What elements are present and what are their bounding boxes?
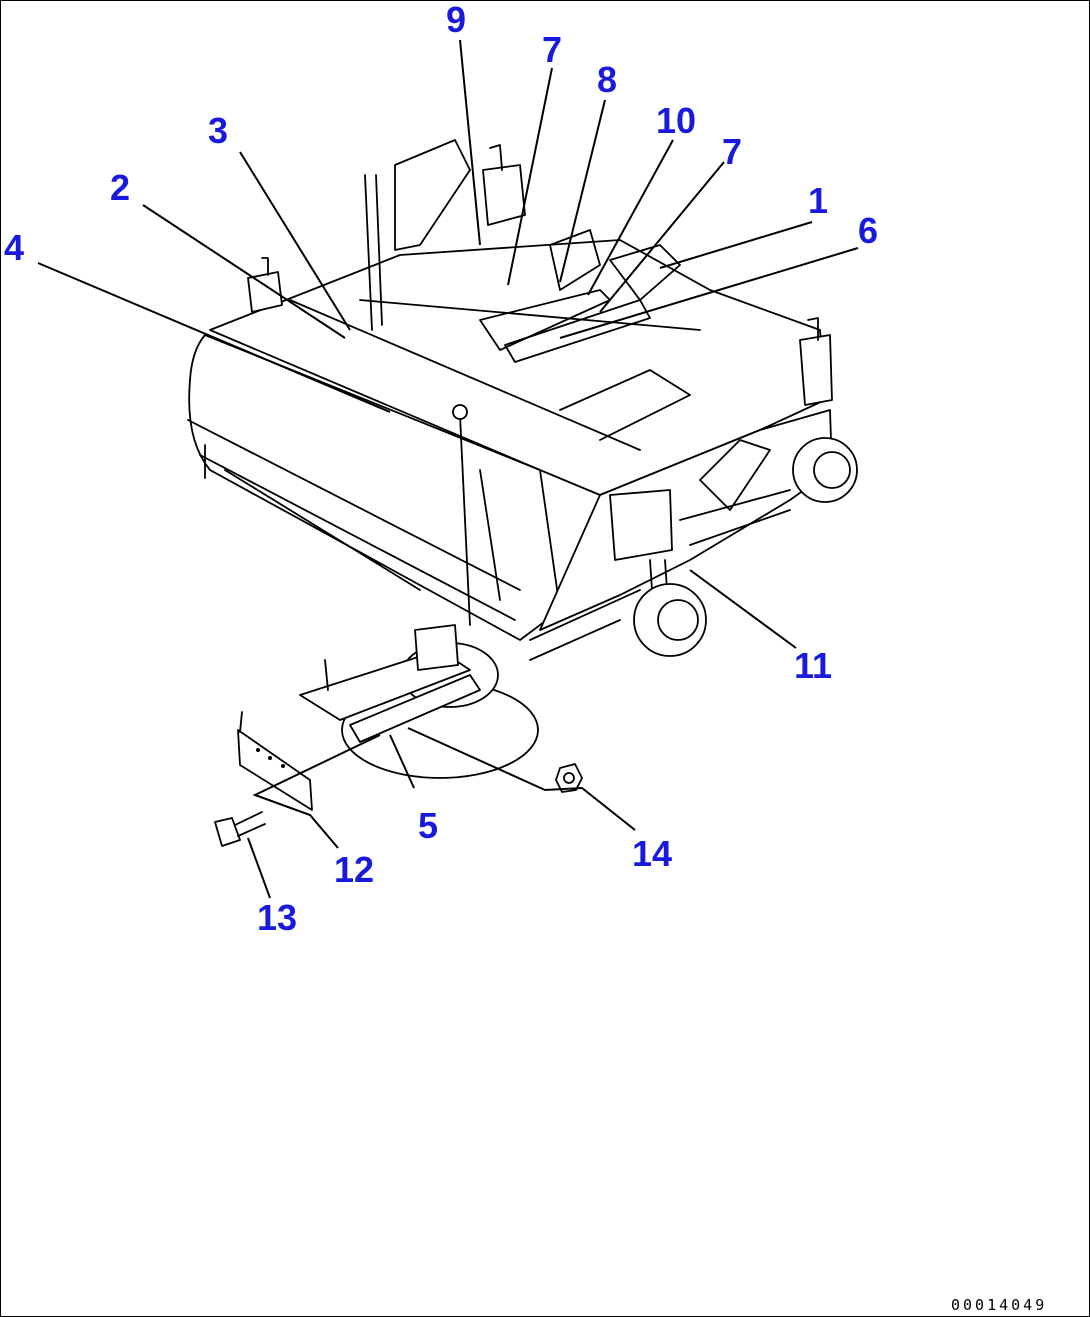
callout-13: 13 bbox=[257, 897, 297, 938]
callout-1: 1 bbox=[808, 180, 828, 221]
callout-6: 6 bbox=[858, 210, 878, 251]
leader-9 bbox=[459, 39, 481, 246]
callout-7b: 7 bbox=[722, 131, 742, 172]
leader-7b bbox=[599, 161, 725, 313]
callout-2: 2 bbox=[110, 167, 130, 208]
leader-1 bbox=[659, 221, 813, 269]
leader-14 bbox=[407, 727, 636, 831]
callout-5: 5 bbox=[418, 805, 438, 846]
callout-4: 4 bbox=[4, 227, 24, 268]
leader-7a bbox=[507, 67, 553, 286]
leader-6 bbox=[559, 247, 859, 339]
nut bbox=[555, 763, 583, 793]
bracket-plate bbox=[237, 729, 313, 811]
leader-10 bbox=[587, 139, 674, 296]
control-lever bbox=[459, 414, 471, 626]
callout-7a: 7 bbox=[542, 29, 562, 70]
upper-actuator bbox=[482, 164, 526, 226]
leader-3 bbox=[239, 151, 351, 331]
callout-8: 8 bbox=[597, 59, 617, 100]
figure-number: 00014049 bbox=[951, 1296, 1047, 1314]
leader-5 bbox=[389, 734, 415, 789]
callout-9: 9 bbox=[446, 0, 466, 40]
front-wheel bbox=[633, 583, 707, 657]
leader-11 bbox=[689, 569, 797, 649]
right-post bbox=[799, 334, 833, 406]
leader-lines bbox=[37, 39, 859, 899]
callout-12: 12 bbox=[334, 849, 374, 890]
callout-3: 3 bbox=[208, 110, 228, 151]
callout-14: 14 bbox=[632, 833, 672, 874]
leader-12 bbox=[252, 734, 381, 849]
bolt bbox=[214, 817, 241, 847]
front-post bbox=[609, 489, 673, 561]
rear-wheel bbox=[792, 437, 858, 503]
leader-2 bbox=[142, 204, 346, 339]
leader-13 bbox=[247, 837, 271, 899]
callout-labels: 1 2 3 4 5 6 7 7 8 9 10 11 12 13 14 bbox=[4, 0, 878, 938]
machine-drawing bbox=[187, 139, 858, 847]
leader-8 bbox=[559, 99, 606, 283]
leader-4 bbox=[37, 262, 391, 413]
callout-11: 11 bbox=[794, 645, 832, 686]
callout-10: 10 bbox=[656, 100, 696, 141]
